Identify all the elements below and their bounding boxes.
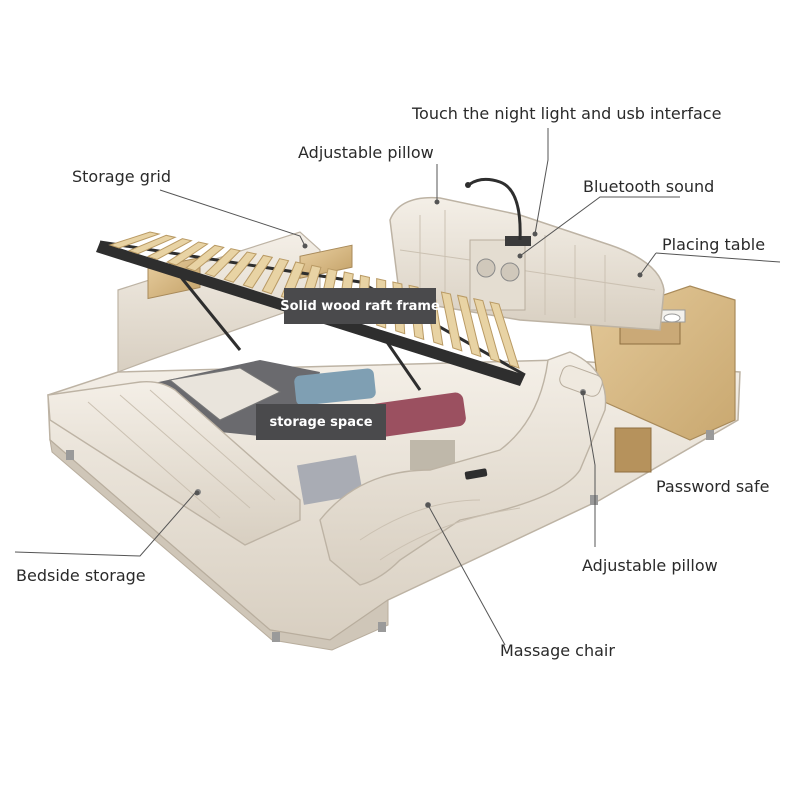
raft-slat — [204, 248, 241, 278]
password-safe-compartment — [614, 427, 652, 473]
callout-night-light: Touch the night light and usb interface — [412, 104, 722, 123]
raft-slat — [165, 241, 209, 266]
cup-on-table — [663, 313, 681, 323]
gas-strut-left — [178, 275, 242, 351]
speaker-right-icon — [500, 262, 520, 282]
raft-slat — [185, 244, 225, 272]
raft-slat — [223, 251, 258, 283]
night-light-lamp-icon — [469, 177, 522, 241]
raft-slat — [489, 301, 520, 369]
callout-dots — [194, 199, 643, 508]
bed-feet — [66, 430, 714, 642]
callout-storage-grid: Storage grid — [72, 167, 172, 186]
speaker-left-icon — [476, 258, 496, 278]
callout-placing-table: Placing table — [662, 235, 766, 254]
remote-control — [464, 468, 488, 480]
callout-lines — [14, 128, 781, 646]
raft-slat — [261, 258, 290, 295]
callout-adjustable-pillow-top: Adjustable pillow — [298, 143, 434, 162]
callout-bluetooth-sound: Bluetooth sound — [583, 177, 715, 196]
callout-bedside-storage: Bedside storage — [16, 566, 146, 585]
tag-raft-frame: Solid wood raft frame — [280, 288, 440, 324]
raft-slat — [108, 231, 161, 249]
raft-slat — [456, 294, 482, 358]
massage-pillow — [559, 365, 603, 397]
raft-slat — [242, 254, 274, 289]
callout-password-safe: Password safe — [656, 477, 770, 496]
raft-slat — [440, 291, 463, 352]
headboard-tufting — [399, 210, 656, 322]
raft-slat — [473, 297, 501, 364]
gas-strut-right — [378, 331, 422, 391]
tag-storage-space: storage space — [256, 404, 386, 440]
raft-slat — [146, 238, 193, 260]
raft-slat — [127, 234, 177, 255]
usb-panel — [505, 236, 531, 246]
callout-massage-chair: Massage chair — [500, 641, 615, 660]
callout-adjustable-pillow-bottom: Adjustable pillow — [582, 556, 718, 575]
massage-chair — [319, 351, 607, 586]
bed-base-side — [49, 438, 389, 651]
